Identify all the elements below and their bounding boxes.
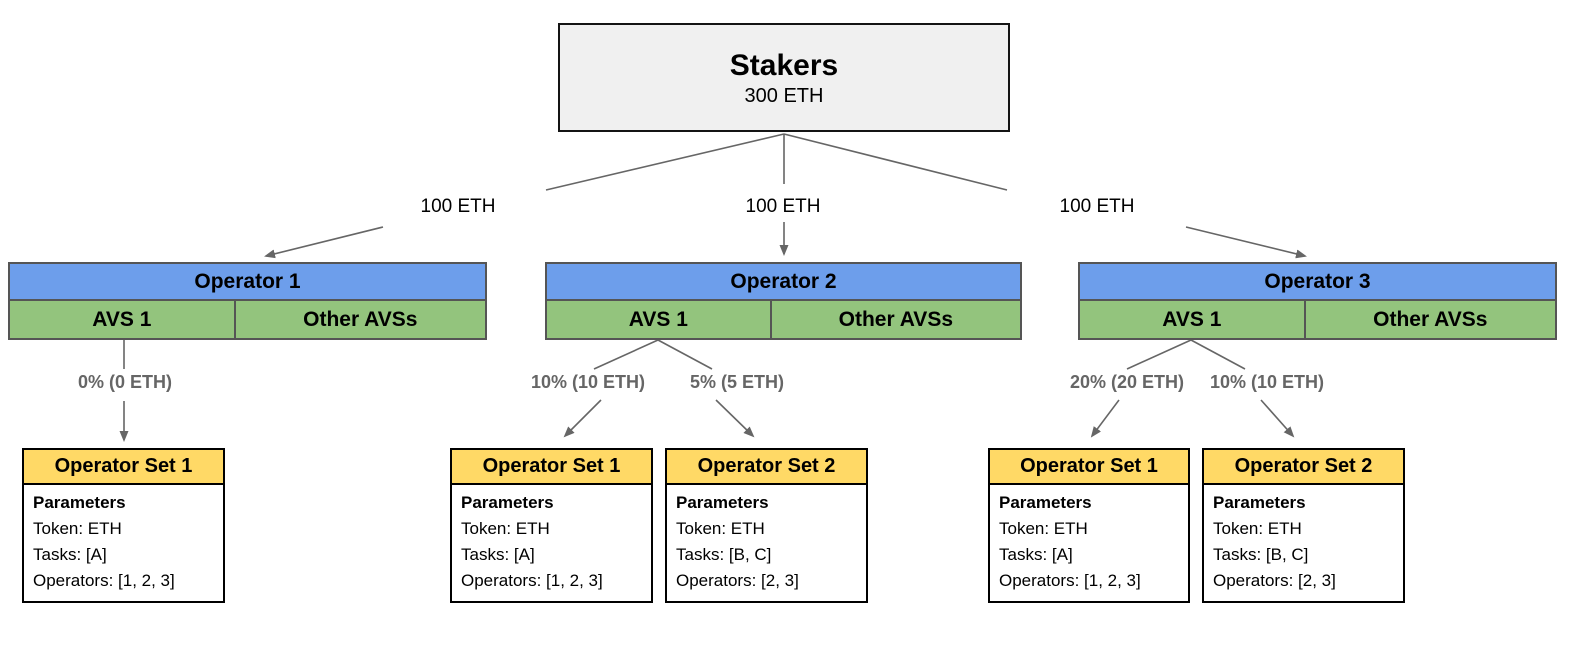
op2-allocation-label-set2: 5% (5 ETH) [689,372,785,392]
op1-allocation-label: 0% (0 ETH) [77,372,173,392]
op3-operator-set-2-title: Operator Set 2 [1204,450,1403,485]
edge-op2-avs1-right [657,339,713,370]
op3-operator-set-1-title: Operator Set 1 [990,450,1188,485]
op2-operator-set-2-params: Parameters Token: ETH Tasks: [B, C] Oper… [667,485,866,601]
op2-operator-set-1-box: Operator Set 1 Parameters Token: ETH Tas… [450,448,653,603]
op3-operator-set-2-params: Parameters Token: ETH Tasks: [B, C] Oper… [1204,485,1403,601]
operator-2-avs-row: AVS 1 Other AVSs [547,299,1020,338]
stake-label-operator-1: 100 ETH [420,196,496,217]
params-heading: Parameters [676,493,769,512]
op2-operator-set-1-title: Operator Set 1 [452,450,651,485]
op3-allocation-label-set2: 10% (10 ETH) [1209,372,1325,392]
operator-3-title: Operator 3 [1080,264,1555,299]
op2-operator-set-2-box: Operator Set 2 Parameters Token: ETH Tas… [665,448,868,603]
op3-allocation-label-set1: 20% (20 ETH) [1069,372,1185,392]
arrow-to-operator-3 [1185,226,1307,259]
arrow-op2-set1 [563,399,602,438]
operator-3-other-avs-cell: Other AVSs [1373,307,1488,331]
params-heading: Parameters [999,493,1092,512]
param-token: Token: ETH [461,519,550,538]
stakers-title: Stakers [729,48,839,82]
edge-stakers-right [783,133,1008,191]
stake-label-operator-2: 100 ETH [745,196,821,217]
param-operators: Operators: [2, 3] [676,571,799,590]
param-tasks: Tasks: [A] [33,545,107,564]
operator-1-title: Operator 1 [10,264,485,299]
param-token: Token: ETH [33,519,122,538]
op3-operator-set-1-box: Operator Set 1 Parameters Token: ETH Tas… [988,448,1190,603]
param-operators: Operators: [1, 2, 3] [461,571,603,590]
params-heading: Parameters [1213,493,1306,512]
param-tasks: Tasks: [B, C] [1213,545,1309,564]
param-token: Token: ETH [1213,519,1302,538]
operator-1-other-avs-cell: Other AVSs [303,307,418,331]
operator-2-other-avs-cell: Other AVSs [838,307,954,331]
op1-operator-set-1-box: Operator Set 1 Parameters Token: ETH Tas… [22,448,225,603]
params-heading: Parameters [461,493,554,512]
operator-3-avs-row: AVS 1 Other AVSs [1080,299,1555,338]
op2-operator-set-2-title: Operator Set 2 [667,450,866,485]
op1-operator-set-1-title: Operator Set 1 [24,450,223,485]
param-token: Token: ETH [999,519,1088,538]
operator-3-avs1-cell: AVS 1 [1080,301,1306,338]
arrow-op3-set1 [1090,399,1120,438]
param-tasks: Tasks: [A] [461,545,535,564]
stake-label-operator-3: 100 ETH [1059,196,1135,217]
operator-1-bar: Operator 1 AVS 1 Other AVSs [8,262,487,340]
param-tasks: Tasks: [B, C] [676,545,772,564]
arrow-to-operator-1 [264,226,384,259]
edge-op3-avs1-left [1126,339,1192,370]
edge-op3-avs1-right [1190,339,1246,370]
operator-1-avs1-cell: AVS 1 [10,301,236,338]
operator-2-bar: Operator 2 AVS 1 Other AVSs [545,262,1022,340]
param-operators: Operators: [2, 3] [1213,571,1336,590]
op2-operator-set-1-params: Parameters Token: ETH Tasks: [A] Operato… [452,485,651,601]
op3-operator-set-2-box: Operator Set 2 Parameters Token: ETH Tas… [1202,448,1405,603]
params-heading: Parameters [33,493,126,512]
edge-op2-avs1-left [593,339,659,370]
operator-2-title: Operator 2 [547,264,1020,299]
operator-1-avs-row: AVS 1 Other AVSs [10,299,485,338]
param-tasks: Tasks: [A] [999,545,1073,564]
edge-stakers-left [545,133,785,191]
op3-operator-set-1-params: Parameters Token: ETH Tasks: [A] Operato… [990,485,1188,601]
arrow-op2-set2 [715,399,755,438]
param-operators: Operators: [1, 2, 3] [999,571,1141,590]
operator-3-bar: Operator 3 AVS 1 Other AVSs [1078,262,1557,340]
stakers-box: Stakers 300 ETH [558,23,1010,132]
op2-allocation-label-set1: 10% (10 ETH) [530,372,646,392]
stakers-amount: 300 ETH [744,84,824,107]
arrow-op3-set2 [1260,399,1295,438]
op1-operator-set-1-params: Parameters Token: ETH Tasks: [A] Operato… [24,485,223,601]
param-operators: Operators: [1, 2, 3] [33,571,175,590]
param-token: Token: ETH [676,519,765,538]
operator-2-avs1-cell: AVS 1 [547,301,772,338]
